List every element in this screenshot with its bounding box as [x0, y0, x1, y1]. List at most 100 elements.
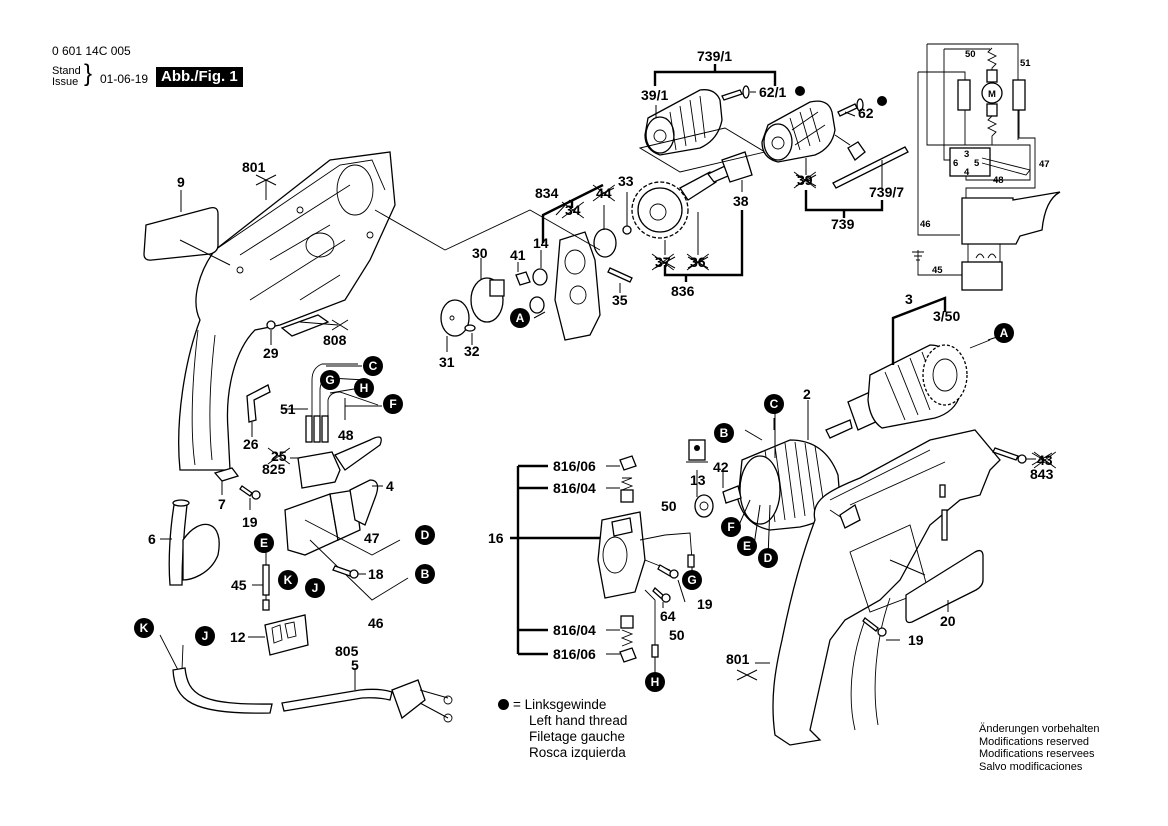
screw-18 [332, 565, 366, 579]
label-12: 12 [230, 629, 246, 645]
chuck-key-739-7 [832, 134, 909, 190]
label-13: 13 [690, 472, 706, 488]
label-62-1: 62/1 [759, 84, 786, 100]
label-2: 2 [803, 386, 811, 402]
label-14: 14 [533, 235, 549, 251]
schematic-label-48: 48 [993, 175, 1004, 186]
callout-A-left: A [510, 308, 530, 328]
label-825: 825 [262, 461, 286, 477]
parts-30-31-32 [440, 258, 505, 352]
label-30: 30 [472, 245, 488, 261]
cord-clamp-7 [213, 467, 240, 482]
callout-E-right: E [737, 536, 757, 556]
label-808: 808 [323, 332, 347, 348]
svg-text:D: D [764, 551, 773, 565]
strike-through-mark [651, 253, 675, 271]
bearing-13 [686, 439, 714, 518]
strike-through-mark [267, 447, 291, 465]
note-line-es: Salvo modificaciones [979, 760, 1083, 773]
housing-left-half [178, 151, 396, 471]
callout-G-left: G [320, 370, 340, 390]
left-hand-thread-legend: = Linksgewinde Left hand thread Filetage… [498, 697, 627, 761]
screw-19-left [239, 485, 261, 510]
switch-4 [284, 479, 409, 601]
svg-text:F: F [389, 397, 396, 411]
callout-A-right: A [994, 323, 1014, 343]
stand-issue-label: Stand Issue [52, 66, 81, 88]
label-50-lower: 50 [669, 627, 685, 643]
part-number: 0 601 14C 005 [52, 44, 131, 58]
legend-line-fr: Filetage gauche [529, 729, 626, 744]
svg-text:K: K [140, 621, 149, 635]
screw-43 [992, 447, 1053, 466]
strike-through-mark [561, 201, 585, 219]
callout-B-right: B [714, 423, 734, 443]
label-41: 41 [510, 247, 526, 263]
left-hand-thread-dot-icon [498, 699, 509, 710]
label-843: 843 [1030, 466, 1054, 482]
schematic-labels: 50 51 M 3 6 5 4 47 48 46 45 [920, 49, 1050, 276]
note-line-en: Modifications reserved [979, 735, 1090, 748]
label-29: 29 [263, 345, 279, 361]
svg-text:D: D [421, 528, 430, 542]
label-816-04-top: 816/04 [553, 480, 596, 496]
part-801-marker [255, 174, 277, 200]
schematic-label-50: 50 [965, 49, 976, 60]
callout-F-right: F [721, 517, 741, 537]
part-labels: 739/1 39/1 62/1 62 39 739/7 739 38 33 44… [148, 48, 1054, 673]
bushing-42 [722, 472, 742, 504]
legend-line-de: = Linksgewinde [513, 697, 607, 712]
label-5: 5 [351, 657, 359, 673]
callout-J-left: J [305, 578, 325, 598]
label-9: 9 [177, 174, 185, 190]
brush-816-04-lower [620, 615, 634, 647]
strike-through-mark [793, 171, 817, 189]
wiring-schematic [912, 43, 1061, 291]
label-38: 38 [733, 193, 749, 209]
schematic-label-46: 46 [920, 219, 931, 230]
ring-29 [266, 320, 276, 330]
label-834: 834 [535, 185, 559, 201]
label-35: 35 [612, 292, 628, 308]
label-816-06-top: 816/06 [553, 458, 596, 474]
label-4: 4 [386, 478, 394, 494]
label-739-1: 739/1 [697, 48, 732, 64]
nameplate-9 [143, 190, 231, 266]
label-6: 6 [148, 531, 156, 547]
svg-text:K: K [284, 573, 293, 587]
callout-F-left: F [383, 394, 403, 414]
connector-12 [248, 614, 309, 656]
label-739: 739 [831, 216, 855, 232]
svg-text:G: G [687, 573, 696, 587]
label-39-1: 39/1 [641, 87, 668, 103]
schematic-label-47: 47 [1039, 159, 1050, 170]
schematic-label-45: 45 [932, 265, 943, 276]
ring-44 [593, 228, 617, 258]
svg-text:E: E [743, 539, 751, 553]
terminal-6: 6 [953, 158, 958, 169]
callout-K-left: K [278, 570, 298, 590]
svg-text:J: J [202, 629, 209, 643]
callout-H-left: H [354, 378, 374, 398]
strike-through-mark [686, 253, 710, 271]
svg-text:H: H [651, 675, 660, 689]
left-thread-dot-62-1 [795, 86, 805, 96]
note-line-fr: Modifications reservees [979, 748, 1095, 760]
svg-text:B: B [421, 567, 430, 581]
label-18: 18 [368, 566, 384, 582]
label-816-04-bottom: 816/04 [553, 622, 596, 638]
label-62: 62 [858, 105, 874, 121]
screw-62-1 [721, 85, 756, 101]
brush-cap-816-06-lower [619, 647, 637, 663]
power-cord-5 [159, 634, 453, 723]
left-thread-dot-62 [877, 96, 887, 106]
brush-holder-16 [597, 511, 695, 658]
brush-816-04-upper [620, 477, 634, 503]
legend-line-en: Left hand thread [529, 713, 628, 728]
callout-B-left: B [415, 564, 435, 584]
switch-825 [282, 363, 382, 489]
part-801-marker-right [736, 662, 770, 681]
svg-text:C: C [770, 397, 779, 411]
bracket-16 [510, 464, 620, 656]
